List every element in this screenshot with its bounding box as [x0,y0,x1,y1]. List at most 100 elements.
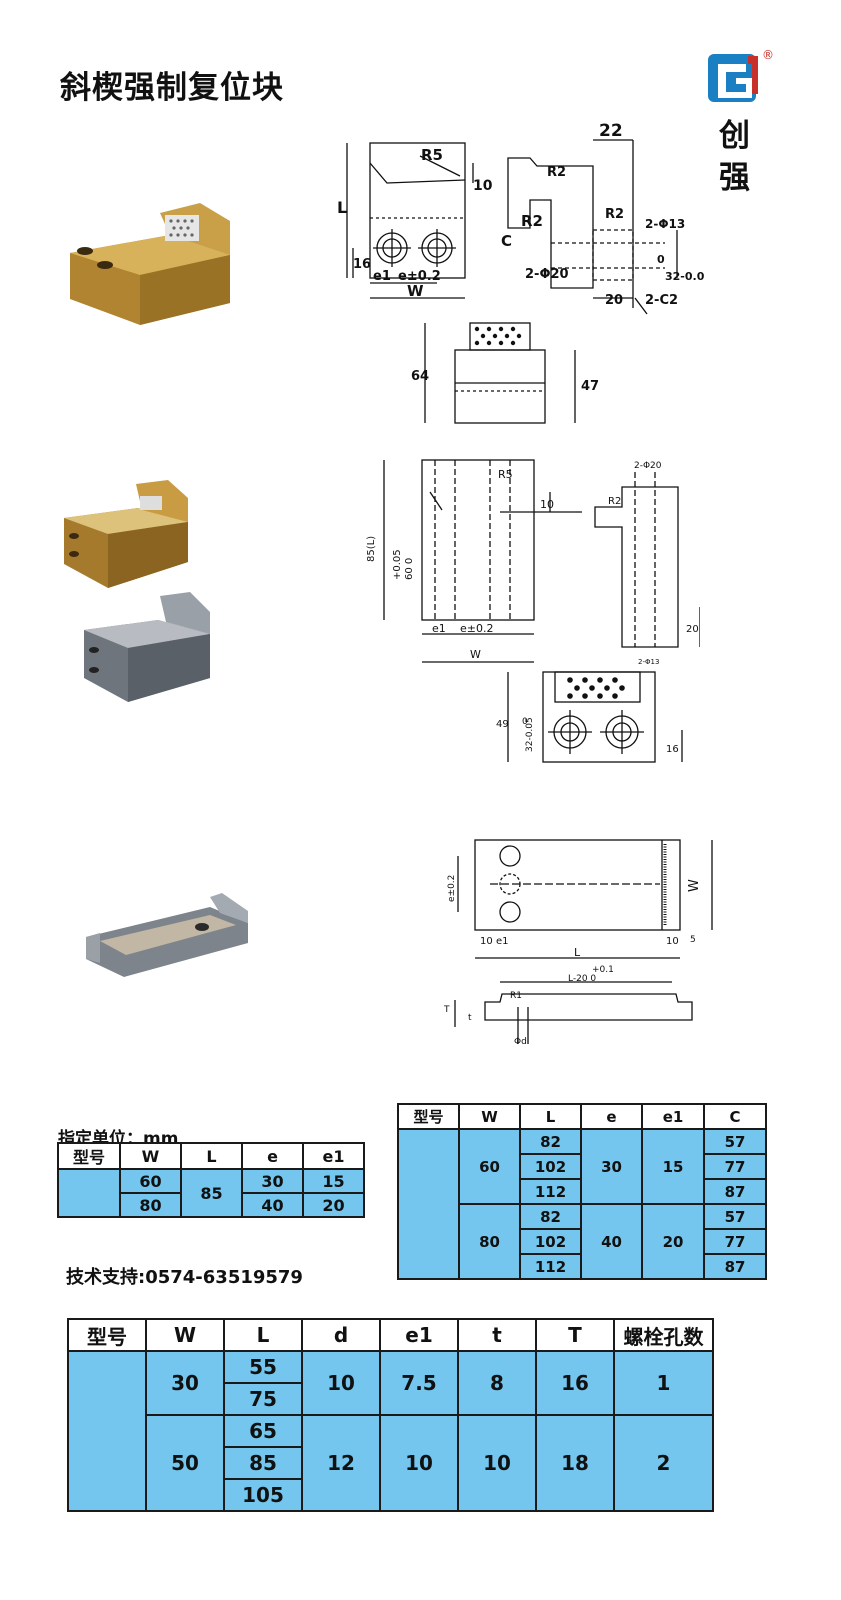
table-row: 50 65 12 10 10 18 2 [68,1414,714,1512]
product-photo-steel-wedge [84,592,210,702]
cell-w: 80 [119,1192,182,1218]
d1-dim10-label: 10 [473,178,493,194]
cell-e1: 15 [302,1168,365,1194]
spec-table-2: 型号 W L e e1 C 60 82 30 15 57 102 77 112 … [397,1103,767,1280]
d2-tol-label: 32-0.05 [525,717,535,752]
cell-e1: 10 [379,1414,459,1512]
d2-r2-label: R2 [608,496,621,507]
table-row: 80 82 40 20 57 [398,1203,767,1280]
header-t-small: t [457,1318,537,1352]
cell-w: 30 [145,1350,225,1416]
product-photo-steel-plate [86,893,248,977]
brand-char-2: 强 [719,160,750,196]
header-model: 型号 [57,1142,121,1170]
header-model: 型号 [67,1318,147,1352]
cell-e1: 20 [641,1203,705,1280]
diagram-3-drawing: e±0.2 W 10 e1 L 10 5 +0.1 L-20 0 R1 T t … [443,839,713,1047]
d1-tol0-label: 0 [657,253,665,266]
spec-table-3: 型号 W L d e1 t T 螺栓孔数 30 55 10 7.5 8 16 1… [67,1318,714,1512]
header-e: e [241,1142,304,1170]
d1-r2a-label: R2 [547,165,566,180]
header-w: W [145,1318,225,1352]
header-w: W [458,1103,521,1130]
d3-dim5-label: 5 [690,935,696,945]
d2-dim49-label: 49 [496,719,509,730]
d3-l20-label: L-20 0 [568,974,596,984]
cell-l: 82 [519,1203,582,1230]
cell-e: 40 [241,1192,304,1218]
d1-dim20-label: 20 [605,293,623,308]
table-row: 102 77 [398,1228,767,1255]
cell-t-large: 16 [535,1350,615,1416]
d1-dim47-label: 47 [581,379,599,394]
cell-c: 77 [703,1228,767,1255]
cell-e1: 15 [641,1128,705,1205]
cell-e1: 20 [302,1192,365,1218]
cell-c: 87 [703,1253,767,1280]
header-l: L [223,1318,303,1352]
d2-w-label: W [470,648,481,661]
d3-r1-label: R1 [510,991,522,1001]
page-title: 斜楔强制复位块 [60,70,284,106]
d1-phi13-label: 2-Φ13 [645,217,685,231]
d3-w-label: W [687,879,702,892]
cell-w: 50 [145,1414,225,1512]
d3-tt-label: t [468,1013,472,1023]
cell-e1: 7.5 [379,1350,459,1416]
table-row: 85 [68,1446,713,1480]
d1-dim16-label: 16 [353,257,371,272]
d2-tol60b-label: 60 0 [404,558,415,580]
cell-l: 112 [519,1253,582,1280]
d2-etol-label: e±0.2 [460,622,493,635]
cell-l: 55 [223,1350,303,1384]
cell-model [57,1168,121,1218]
cell-d: 10 [301,1350,381,1416]
cell-l: 65 [223,1414,303,1448]
cell-bolt-holes: 2 [613,1414,714,1512]
header-e1: e1 [302,1142,365,1170]
d3-l-label: L [574,946,581,959]
product-photo-brass-wedge [64,480,188,588]
cell-c: 87 [703,1178,767,1205]
cell-t-large: 18 [535,1414,615,1512]
table-row: 60 82 30 15 57 [397,1128,767,1280]
table-header-row: 型号 W L d e1 t T 螺栓孔数 [67,1318,714,1352]
cell-l: 102 [519,1228,582,1255]
header-t-large: T [535,1318,615,1352]
brand-char-1: 创 [719,118,750,154]
header-e1: e1 [641,1103,705,1130]
cell-bolt-holes: 1 [613,1350,714,1416]
header-l: L [180,1142,243,1170]
cell-t-small: 10 [457,1414,537,1512]
d3-t-label: T [443,1005,450,1015]
cell-e: 30 [241,1168,304,1194]
header-e: e [580,1103,643,1130]
d1-phi20-label: 2-Φ20 [525,267,569,282]
header-w: W [119,1142,182,1170]
table-row: 112 87 [398,1253,767,1280]
cell-w: 60 [119,1168,182,1194]
cell-model [397,1128,460,1280]
header-c: C [703,1103,767,1130]
d1-r2b-label: R2 [521,212,543,230]
d2-phi20-label: 2-Φ20 [634,461,662,471]
d2-phi13-label: 2-Φ13 [638,658,659,666]
table-row: 80 40 20 [58,1192,365,1218]
cell-c: 57 [703,1203,767,1230]
product-photo-brass-block [70,203,230,325]
d3-dim10b-label: 10 [666,936,679,947]
d2-tol0-label: 0 [522,717,528,727]
header-l: L [519,1103,582,1130]
header-bolt-holes: 螺栓孔数 [613,1318,714,1352]
d2-dim16-label: 16 [666,744,679,755]
cell-l: 82 [519,1128,582,1155]
support-phone: 技术支持:0574-63519579 [66,1267,303,1288]
d1-dim22-label: 22 [599,121,623,141]
d2-e1-label: e1 [432,622,446,635]
cell-l: 75 [223,1382,303,1416]
d1-c2-label: 2-C2 [645,293,678,308]
cell-d: 12 [301,1414,381,1512]
table-row: 30 55 10 7.5 8 16 1 [67,1350,714,1512]
d1-e1-label: e1 [373,269,391,284]
cell-l: 85 [180,1168,243,1218]
